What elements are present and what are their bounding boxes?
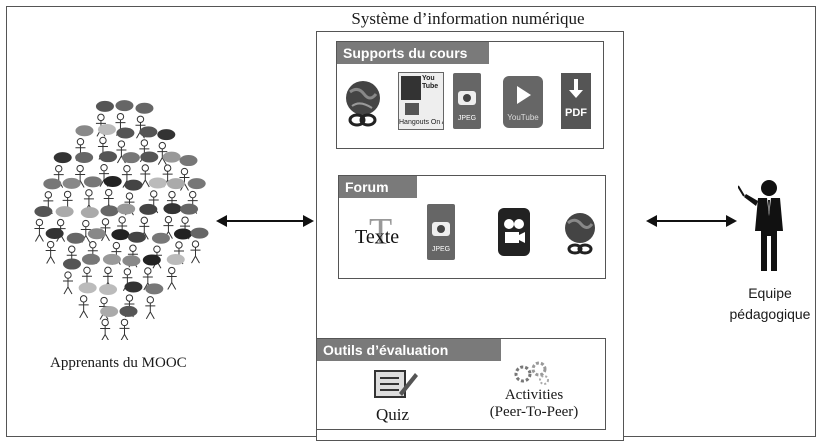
learner-figure <box>135 102 154 139</box>
left-arrowhead-left <box>216 215 227 227</box>
learner-figure <box>163 203 182 239</box>
learner-figure <box>78 282 97 319</box>
left-arrow-shaft <box>225 220 305 222</box>
learner-figure <box>34 205 53 242</box>
pdf-label: PDF <box>565 107 587 119</box>
learner-figure <box>53 152 72 188</box>
learner-figure <box>81 253 100 290</box>
learner-figure <box>117 203 136 240</box>
gears-icon <box>514 361 549 385</box>
text-t-icon: T Texte <box>355 211 400 253</box>
right-arrowhead-right <box>726 215 737 227</box>
evaluation-header: Outils d’évaluation <box>317 339 501 361</box>
forum-globe-chain-icon <box>565 213 595 255</box>
learner-figure <box>166 254 185 290</box>
hangouts-on-air-icon: You Tube Hangouts On Air <box>398 72 444 130</box>
pdf-download-icon: PDF <box>561 73 591 129</box>
learner-figure <box>145 283 164 320</box>
learner-figure <box>100 305 119 340</box>
learner-figure <box>62 177 81 214</box>
youtube-label: YouTube <box>507 113 539 122</box>
learner-figure <box>121 152 140 188</box>
texte-label: Texte <box>355 226 400 248</box>
evaluation-panel: Outils d’évaluation <box>316 338 606 430</box>
right-arrow-shaft <box>655 220 728 222</box>
learner-figure <box>179 155 198 191</box>
learner-figure <box>166 178 185 214</box>
learner-figure <box>157 129 176 165</box>
learner-figure <box>173 228 192 265</box>
video-camera-icon <box>498 208 530 256</box>
learner-figure <box>119 305 138 340</box>
learner-figure <box>87 228 106 264</box>
learner-figure <box>187 178 206 214</box>
supports-header: Supports du cours <box>337 42 489 64</box>
learner-figure <box>124 179 143 216</box>
learner-figure <box>190 227 209 264</box>
learner-figure <box>103 176 122 212</box>
learner-figure <box>115 100 134 136</box>
globe-chain-icon <box>346 81 380 127</box>
learner-figure <box>162 151 181 188</box>
learner-figure <box>142 254 161 291</box>
left-arrowhead-right <box>303 215 314 227</box>
learner-figure <box>180 203 199 240</box>
jpeg-label: JPEG <box>457 115 477 122</box>
learner-figure <box>43 178 62 215</box>
team-caption: Equipe pédagogique <box>720 283 820 325</box>
forum-jpeg-camera-icon: JPEG <box>427 204 455 260</box>
learners-caption: Apprenants du MOOC <box>50 355 187 371</box>
learner-figure <box>124 281 143 318</box>
learner-figure <box>102 253 121 290</box>
learner-figure <box>148 177 167 214</box>
quiz-checklist-icon <box>374 370 418 398</box>
learner-figure <box>116 127 135 164</box>
learner-figure <box>140 151 159 188</box>
right-arrowhead-left <box>646 215 657 227</box>
jpeg-camera-icon: JPEG <box>453 73 481 129</box>
youtube-play-icon: YouTube <box>503 76 543 128</box>
activities-label: Activities (Peer-To-Peer) <box>470 387 598 421</box>
learner-figure <box>122 255 141 292</box>
diagram-title: Système d’information numérique <box>351 9 585 28</box>
learner-figure <box>139 126 158 163</box>
learner-figure <box>83 176 102 213</box>
learner-figure <box>62 258 81 295</box>
learner-figure <box>80 207 99 243</box>
learner-figure <box>75 125 94 161</box>
forum-jpeg-label: JPEG <box>431 246 451 253</box>
learner-figure <box>100 205 119 242</box>
crowd-learners-icon <box>34 100 209 340</box>
forum-header: Forum <box>339 176 417 198</box>
activities-line2: (Peer-To-Peer) <box>489 404 579 420</box>
learner-figure <box>111 229 130 265</box>
learner-figure <box>139 203 158 240</box>
learner-figure <box>99 151 118 187</box>
hangouts-label: Hangouts On Air <box>399 119 443 126</box>
learner-figure <box>97 123 116 160</box>
activities-line1: Activities <box>504 387 564 403</box>
teacher-pointer-icon <box>738 180 783 271</box>
team-caption-line2: pédagogique <box>729 306 811 322</box>
learner-figure <box>95 100 114 137</box>
learner-figure <box>45 228 64 264</box>
team-caption-line1: Equipe <box>748 285 792 301</box>
quiz-label: Quiz <box>376 405 410 424</box>
learner-figure <box>66 232 85 269</box>
hangouts-youtube-text: You Tube <box>422 75 439 90</box>
learner-figure <box>75 152 94 188</box>
forum-panel: Forum <box>338 175 606 279</box>
